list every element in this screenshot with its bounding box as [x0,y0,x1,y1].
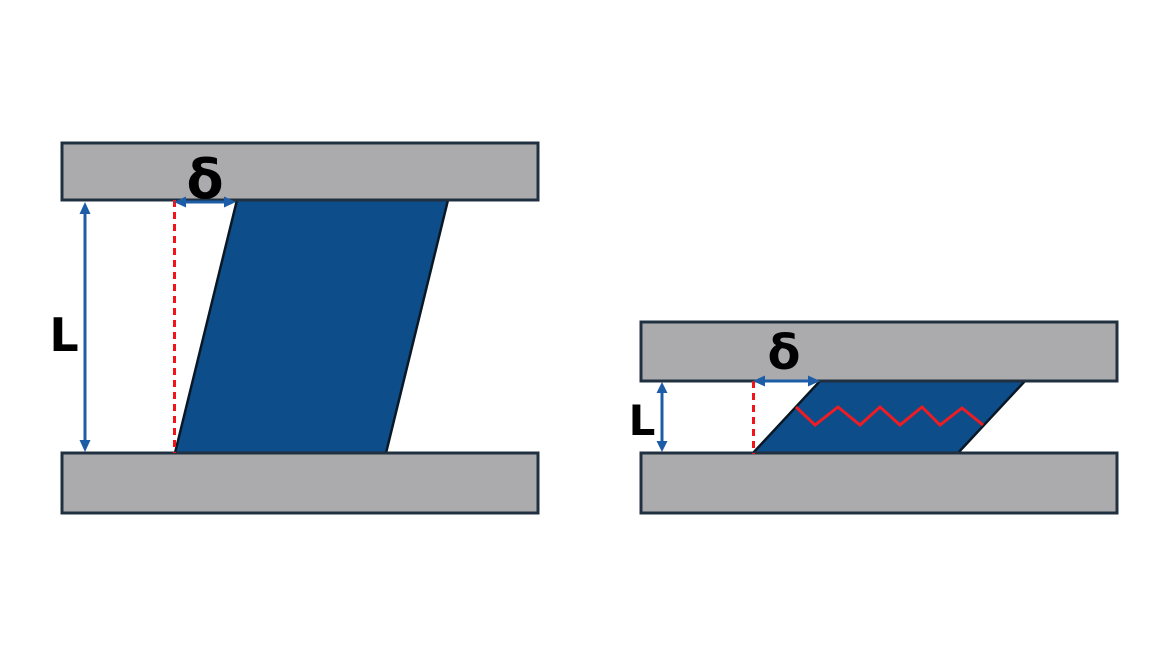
length-dimension-arrow [656,382,668,452]
bottom-adherend-plate [60,451,540,515]
right-diagram-thin-bondline-crack: δ L [629,320,1119,515]
delta-label: δ [768,325,801,381]
arrowhead-right-icon [808,375,820,387]
adhesive-layer [173,198,450,455]
bottom-adherend-plate [639,451,1119,515]
delta-dimension-arrow [753,375,820,387]
arrowhead-up-icon [656,382,668,393]
top-adherend-plate [639,320,1119,383]
length-label: L [49,308,78,362]
arrowhead-left-icon [174,196,186,208]
top-adherend-plate [60,141,540,202]
length-dimension-arrow [79,202,91,452]
arrowhead-down-icon [79,440,91,452]
arrowhead-up-icon [79,202,91,214]
crack-zigzag-line [794,404,984,427]
delta-dimension-arrow [174,196,236,208]
arrowhead-left-icon [753,375,765,387]
delta-label: δ [186,148,223,211]
length-label: L [629,396,656,445]
left-diagram-thick-bondline: δ L [49,141,540,515]
arrowhead-right-icon [224,196,236,208]
arrowhead-down-icon [656,441,668,452]
